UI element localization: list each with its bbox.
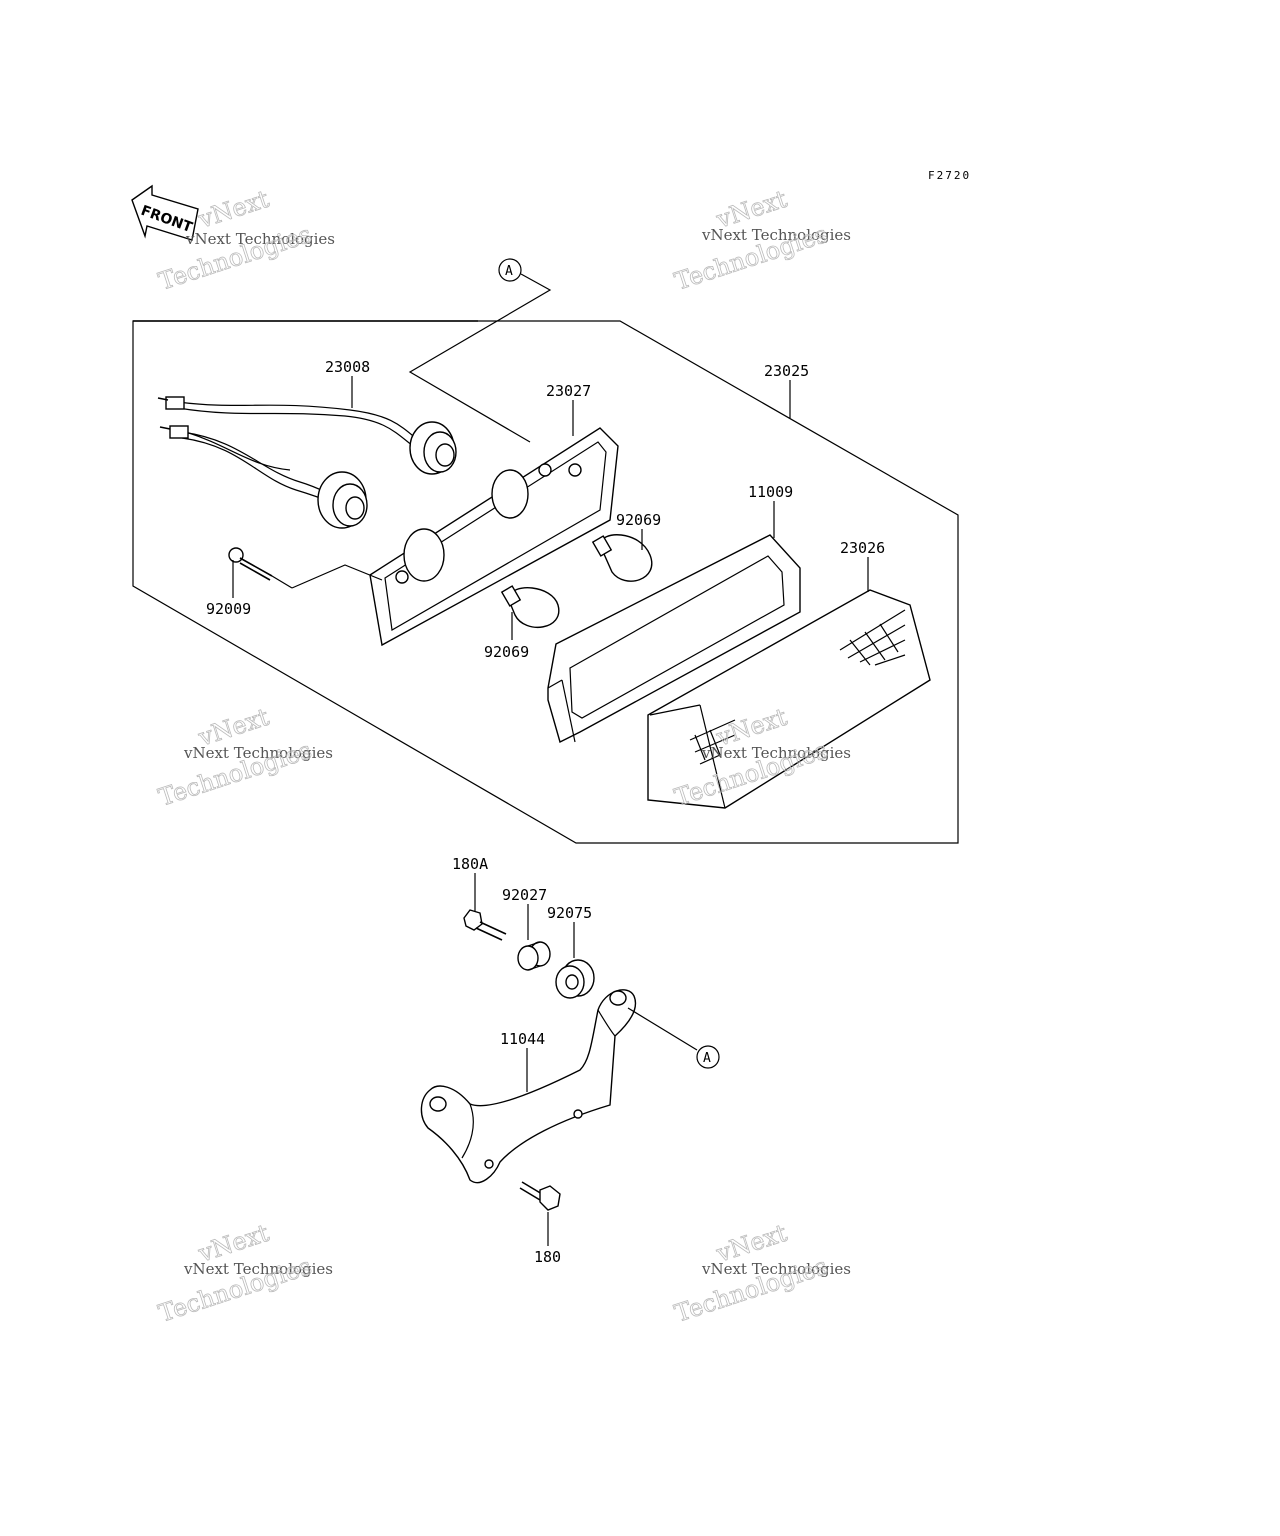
bulb-right [591,534,653,582]
label-180: 180 [534,1248,561,1266]
svg-text:vNext Technologies: vNext Technologies [183,1260,333,1278]
svg-text:vNext Technologies: vNext Technologies [701,744,851,762]
ref-marker-top: A [498,258,522,282]
ref-marker-bottom: A [696,1045,720,1069]
bracket-11044 [420,989,637,1184]
ref-line-top [408,273,552,443]
label-23025: 23025 [764,362,809,380]
bulb-left [500,585,560,629]
label-23008: 23008 [325,358,370,376]
socket-lower [317,471,368,529]
label-11009: 11009 [748,483,793,501]
watermark-top-left: vNext vNext Technologies Technologies [155,184,335,296]
label-92069-left: 92069 [484,643,529,661]
screw-92009 [228,547,293,589]
svg-text:vNext: vNext [194,185,272,234]
leader-92009 [291,564,383,589]
figure-code: F2720 [928,169,971,182]
lamp-housing [369,427,619,647]
front-arrow-icon: FRONT [131,184,199,241]
label-92069-right: 92069 [616,511,661,529]
assembly-outline [132,320,959,844]
wiring-harness [157,396,419,505]
collar-92027 [517,941,551,971]
bolt-180A [463,909,507,941]
label-92075: 92075 [547,904,592,922]
label-23027: 23027 [546,382,591,400]
bolt-180 [519,1181,561,1211]
label-180A: 180A [452,855,488,873]
label-92027: 92027 [502,886,547,904]
svg-text:vNext Technologies: vNext Technologies [185,230,335,248]
lens-23026 [647,589,931,809]
ref-line-bottom [627,1007,698,1051]
grommet-92075 [555,959,595,999]
svg-text:A: A [703,1051,711,1066]
label-23026: 23026 [840,539,885,557]
svg-text:vNext Technologies: vNext Technologies [701,226,851,244]
watermark-top-right: vNext vNext Technologies Technologies [671,184,851,296]
watermark-bottom-right: vNext vNext Technologies Technologies [671,1218,851,1328]
gasket-11009 [547,534,801,744]
socket-upper [409,421,457,475]
watermark-bottom-left: vNext vNext Technologies Technologies [155,1218,333,1328]
watermark-mid-left: vNext vNext Technologies Technologies [155,702,333,812]
label-92009: 92009 [206,600,251,618]
svg-text:vNext Technologies: vNext Technologies [183,744,333,762]
label-11044: 11044 [500,1030,545,1048]
svg-text:vNext Technologies: vNext Technologies [701,1260,851,1278]
svg-text:A: A [505,264,513,279]
